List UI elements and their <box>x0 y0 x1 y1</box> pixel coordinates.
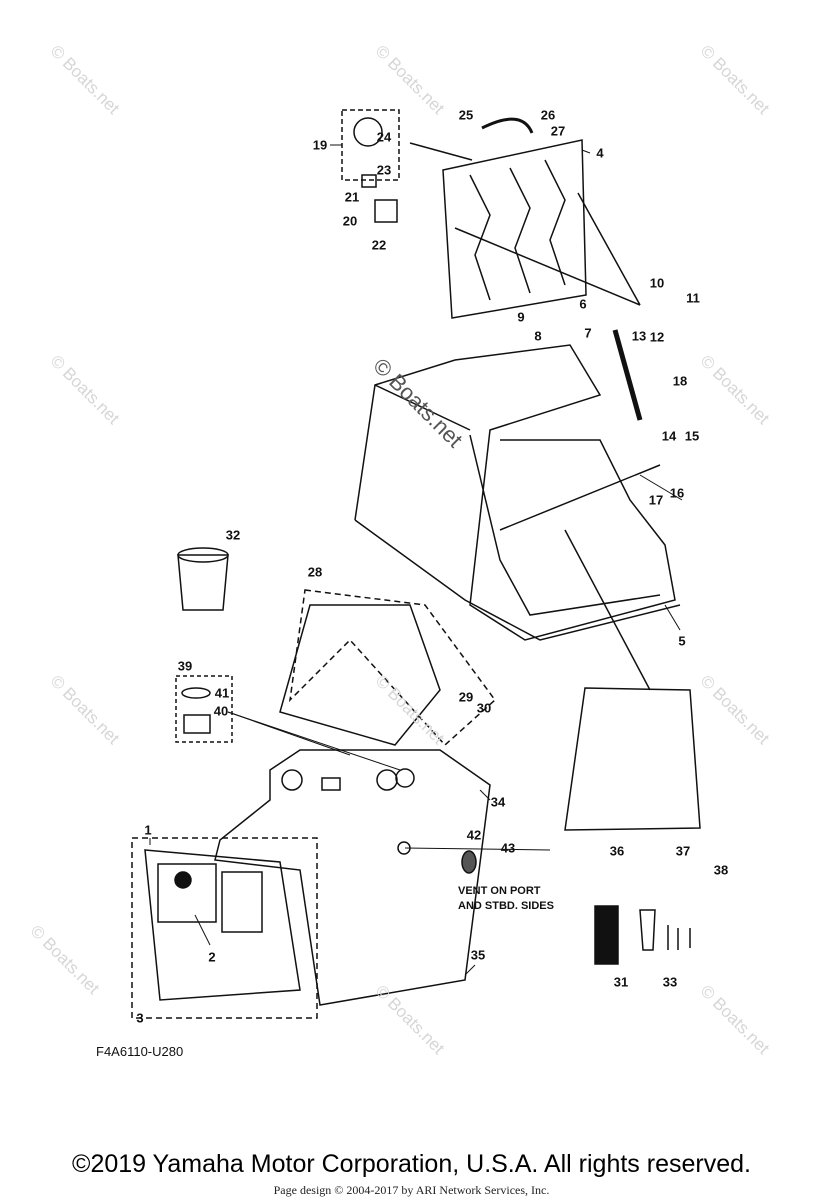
diagram-code: F4A6110-U280 <box>96 1044 184 1059</box>
callout-32[interactable]: 32 <box>225 527 241 543</box>
callout-14[interactable]: 14 <box>661 428 677 444</box>
callout-4[interactable]: 4 <box>596 145 604 161</box>
vent-note-line: AND STBD. SIDES <box>458 900 554 912</box>
tool-kit-part <box>639 909 691 951</box>
callout-41[interactable]: 41 <box>214 685 230 701</box>
callout-11[interactable]: 11 <box>686 290 700 306</box>
callout-26[interactable]: 26 <box>540 107 556 123</box>
callout-28[interactable]: 28 <box>307 564 323 580</box>
callout-39[interactable]: 39 <box>177 658 193 674</box>
grab-handle-part <box>481 117 534 134</box>
windshield-part <box>409 139 641 319</box>
callout-5[interactable]: 5 <box>678 633 686 649</box>
floor-panel-part <box>564 687 701 831</box>
callout-9[interactable]: 9 <box>517 309 525 325</box>
callout-8[interactable]: 8 <box>534 328 542 344</box>
callout-43[interactable]: 43 <box>500 840 516 856</box>
vent-part <box>461 850 477 874</box>
callout-30[interactable]: 30 <box>476 700 492 716</box>
callout-12[interactable]: 12 <box>649 329 665 345</box>
callout-34[interactable]: 34 <box>490 794 506 810</box>
callout-27[interactable]: 27 <box>550 123 566 139</box>
owners-manual-part <box>594 905 619 965</box>
callout-17[interactable]: 17 <box>648 492 664 508</box>
callout-35[interactable]: 35 <box>470 947 486 963</box>
vent-note: VENT ON PORT AND STBD. SIDES <box>458 884 554 914</box>
callout-2[interactable]: 2 <box>208 949 216 965</box>
callout-33[interactable]: 33 <box>662 974 678 990</box>
hatch-cover-part <box>353 117 383 147</box>
callout-40[interactable]: 40 <box>213 703 229 719</box>
lower-console-part <box>214 749 551 1006</box>
callout-38[interactable]: 38 <box>713 862 729 878</box>
callout-21[interactable]: 21 <box>344 189 360 205</box>
callout-1[interactable]: 1 <box>144 822 152 838</box>
callout-13[interactable]: 13 <box>631 328 647 344</box>
callout-37[interactable]: 37 <box>675 843 691 859</box>
page-design-credit: Page design © 2004-2017 by ARI Network S… <box>273 1183 550 1197</box>
callout-6[interactable]: 6 <box>579 296 587 312</box>
callout-16[interactable]: 16 <box>669 485 685 501</box>
callout-36[interactable]: 36 <box>609 843 625 859</box>
copyright-text: ©2019 Yamaha Motor Corporation, U.S.A. A… <box>72 1150 751 1178</box>
callout-23[interactable]: 23 <box>376 162 392 178</box>
callout-24[interactable]: 24 <box>376 129 392 145</box>
callout-25[interactable]: 25 <box>458 107 474 123</box>
door-group-box <box>131 837 318 1019</box>
callout-15[interactable]: 15 <box>684 428 700 444</box>
callout-7[interactable]: 7 <box>584 325 592 341</box>
callout-42[interactable]: 42 <box>466 827 482 843</box>
cup-part <box>177 554 229 611</box>
panel-group-box <box>288 589 497 747</box>
cupholder-group-box <box>175 675 233 743</box>
callout-31[interactable]: 31 <box>613 974 629 990</box>
callout-10[interactable]: 10 <box>649 275 665 291</box>
console-top-part <box>354 344 681 691</box>
callout-20[interactable]: 20 <box>342 213 358 229</box>
callout-22[interactable]: 22 <box>371 237 387 253</box>
callout-3[interactable]: 3 <box>136 1010 144 1026</box>
callout-29[interactable]: 29 <box>458 689 474 705</box>
gas-strut-part <box>612 329 643 421</box>
callout-18[interactable]: 18 <box>672 373 688 389</box>
callout-19[interactable]: 19 <box>312 137 328 153</box>
vent-note-line: VENT ON PORT <box>458 885 541 897</box>
